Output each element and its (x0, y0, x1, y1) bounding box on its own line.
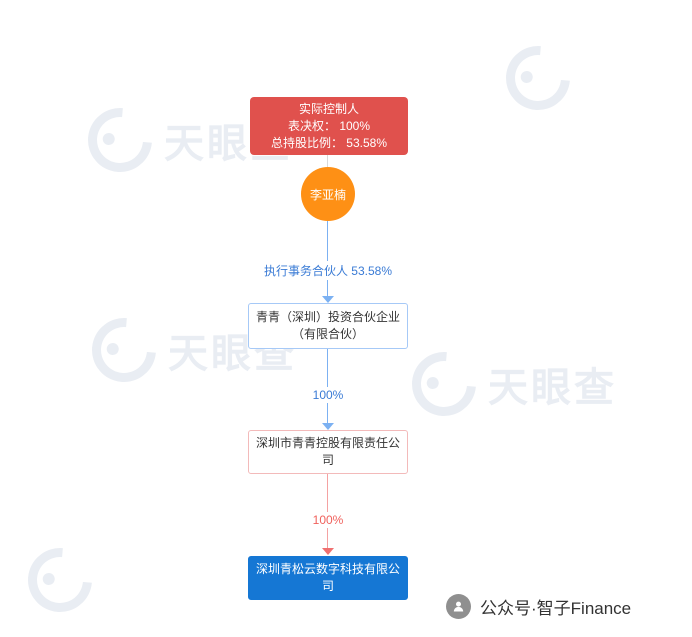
company-box-partnership[interactable]: 青青（深圳）投资合伙企业（有限合伙） (248, 303, 408, 349)
edge-person-partnership-line (327, 221, 328, 297)
arrow-down-icon (322, 423, 334, 430)
arrow-down-icon (322, 548, 334, 555)
person-node[interactable]: 李亚楠 (301, 167, 355, 221)
publisher-watermark-text: 公众号·智子Finance (480, 599, 632, 618)
edge-holding-target-line (327, 474, 328, 549)
connector-controller-person (327, 155, 328, 167)
edge-label-partnership-holding: 100% (307, 387, 349, 403)
controller-total-shareholding: 总持股比例： 53.58% (270, 135, 388, 150)
arrow-down-icon (322, 296, 334, 303)
edge-label-executive-partner: 执行事务合伙人 53.58% (258, 261, 398, 280)
company-box-target[interactable]: 深圳青松云数字科技有限公司 (248, 556, 408, 600)
edge-label-holding-target: 100% (307, 512, 349, 528)
controller-title: 实际控制人 (298, 101, 359, 116)
publisher-watermark: 公众号·智子Finance (446, 594, 631, 619)
official-account-icon (446, 594, 471, 619)
company-box-holding[interactable]: 深圳市青青控股有限责任公司 (248, 430, 408, 474)
edge-partnership-holding-line (327, 349, 328, 424)
controller-voting-rights: 表决权： 100% (287, 118, 371, 133)
actual-controller-box: 实际控制人 表决权： 100% 总持股比例： 53.58% (250, 97, 408, 155)
